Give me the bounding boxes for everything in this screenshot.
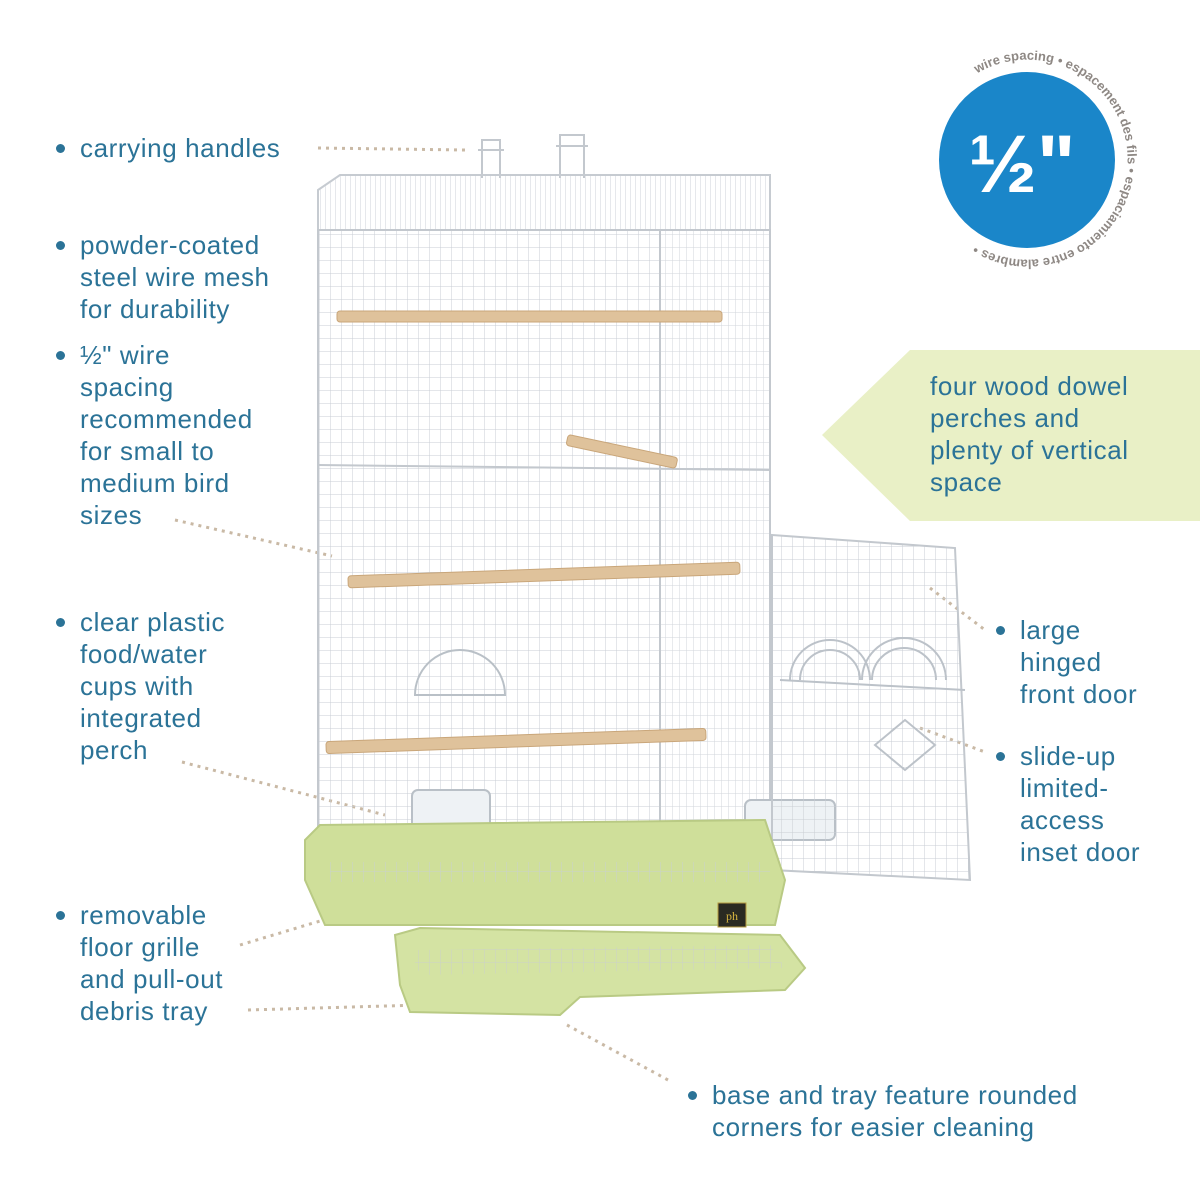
carrying-handles: [478, 134, 588, 178]
callout-floor-grille: removable floor grille and pull-out debr…: [55, 900, 224, 1026]
brand-logo: [717, 902, 747, 928]
callout-front-door: large hinged front door: [995, 615, 1138, 709]
brand-logo-text: ph: [726, 909, 738, 923]
callout-banner: [822, 350, 1200, 521]
cage-front-panel: [317, 229, 661, 881]
callout-powder-coated: powder-coated steel wire mesh for durabi…: [56, 230, 270, 324]
floor-grille: [330, 862, 770, 882]
front-door: [771, 533, 972, 882]
inset-door: [779, 637, 966, 772]
wood-perches: [325, 310, 741, 755]
callout-carrying-handles: carrying handles: [55, 133, 281, 163]
callout-rounded-corners: base and tray feature rounded corners fo…: [688, 1080, 1078, 1142]
wire-spacing-badge: ½" wire spacing • espacement des fils • …: [939, 48, 1140, 272]
callout-inset-door: slide-up limited- access inset door: [995, 741, 1141, 867]
callout-perches: four wood dowel perches and plenty of ve…: [930, 371, 1129, 497]
cage-side-panel: [659, 229, 771, 861]
tray-grille: [410, 945, 785, 975]
callout-wire-spacing: ½" wire spacing recommended for small to…: [56, 340, 253, 530]
callout-cups: clear plastic food/water cups with integ…: [55, 607, 226, 765]
cage-roof: [317, 174, 771, 231]
cage-divider: [317, 464, 771, 471]
badge-value: ½": [968, 119, 1075, 210]
